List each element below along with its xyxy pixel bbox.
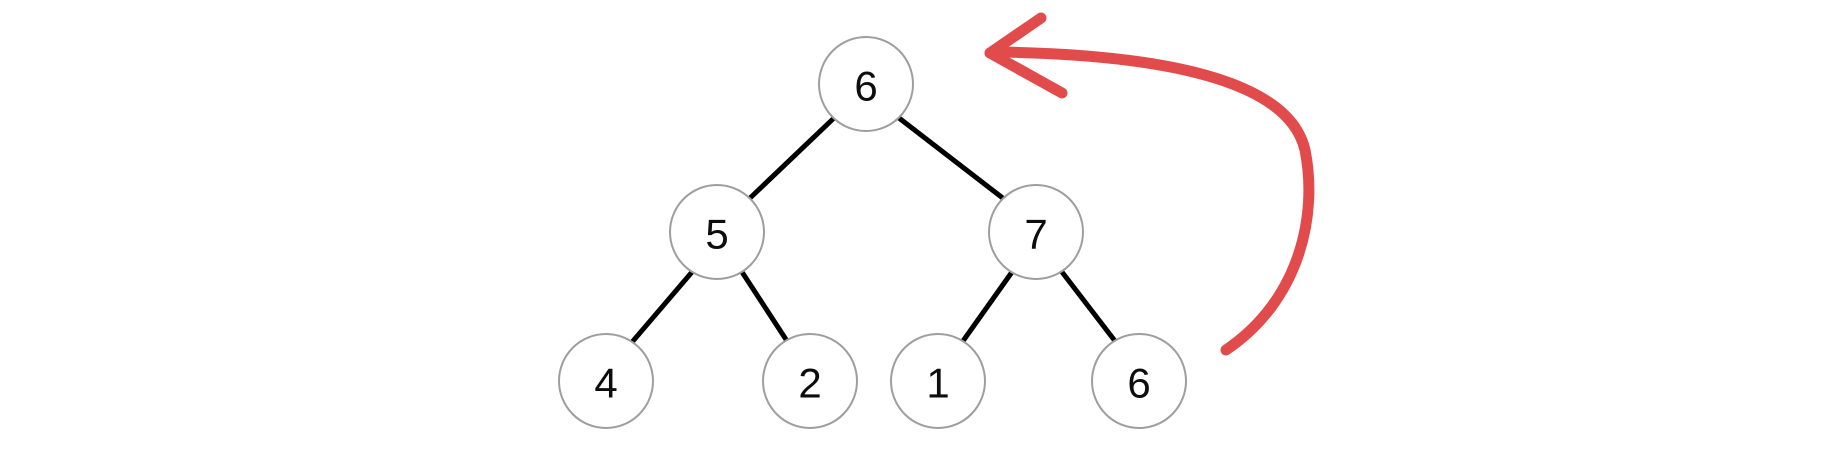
tree-edge-7-to-1 — [960, 269, 1015, 344]
node-label: 5 — [705, 211, 728, 258]
arrow-shaft-path — [994, 46, 1315, 356]
node-circle — [988, 184, 1084, 280]
annotation-arrow — [984, 12, 1315, 356]
node-label: 6 — [854, 63, 877, 110]
tree-node-6-leaf[interactable]: 6 — [1091, 333, 1187, 429]
node-label: 2 — [798, 360, 821, 407]
node-label: 4 — [594, 360, 617, 407]
tree-edge-group — [630, 115, 1118, 344]
tree-edge-5-to-4 — [630, 269, 695, 344]
tree-node-group: 6 5 7 4 2 1 — [558, 36, 1187, 429]
node-label: 6 — [1127, 360, 1150, 407]
tree-edge-root-to-5 — [746, 115, 837, 202]
tree-edge-5-to-2 — [739, 269, 790, 344]
node-circle — [669, 184, 765, 280]
node-circle — [558, 333, 654, 429]
tree-node-4[interactable]: 4 — [558, 333, 654, 429]
tree-node-1[interactable]: 1 — [890, 333, 986, 429]
node-circle — [818, 36, 914, 132]
node-label: 7 — [1024, 211, 1047, 258]
arrow-head-upper-barb — [984, 12, 1047, 59]
node-circle — [1091, 333, 1187, 429]
tree-node-2[interactable]: 2 — [762, 333, 858, 429]
tree-node-root[interactable]: 6 — [818, 36, 914, 132]
arrow-head-lower-barb — [984, 47, 1068, 99]
node-label: 1 — [926, 360, 949, 407]
tree-edge-root-to-7 — [896, 115, 1007, 202]
node-circle — [890, 333, 986, 429]
tree-edge-7-to-6 — [1059, 269, 1118, 344]
tree-node-7[interactable]: 7 — [988, 184, 1084, 280]
tree-node-5[interactable]: 5 — [669, 184, 765, 280]
node-circle — [762, 333, 858, 429]
